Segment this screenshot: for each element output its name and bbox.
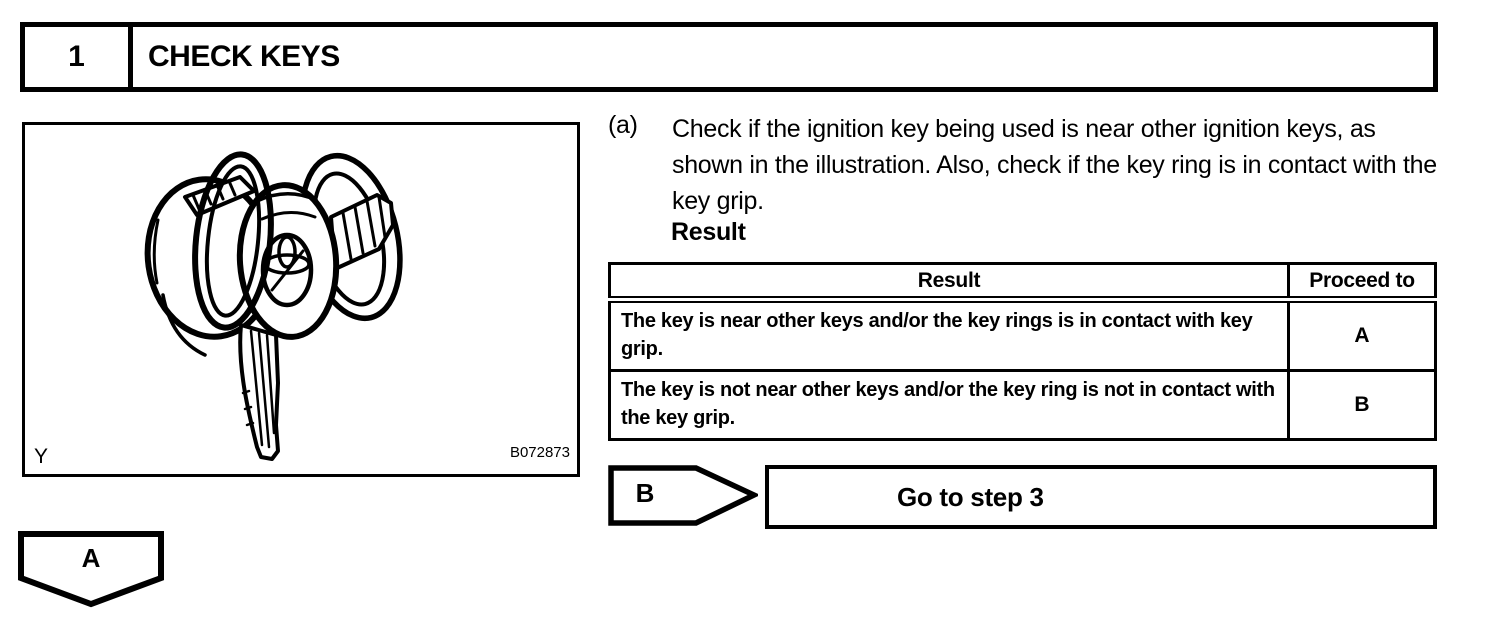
goto-step-box: Go to step 3 — [765, 465, 1437, 529]
figure-corner-label: Y — [34, 445, 49, 468]
proceed-value-1: A — [1287, 298, 1437, 372]
result-condition-2: The key is not near other keys and/or th… — [608, 369, 1290, 441]
ignition-keys-illustration — [144, 151, 403, 461]
result-condition-1: The key is near other keys and/or the ke… — [608, 298, 1290, 372]
column-header-proceed-to: Proceed to — [1287, 262, 1437, 303]
step-header: 1 CHECK KEYS — [20, 22, 1438, 92]
column-header-result: Result — [608, 262, 1290, 303]
branch-a-label: A — [81, 543, 101, 573]
branch-b-arrow-icon — [608, 465, 758, 526]
goto-step-label: Go to step 3 — [897, 481, 1044, 512]
step-title: CHECK KEYS — [148, 40, 340, 73]
result-table: Result Proceed to The key is near other … — [608, 262, 1437, 441]
table-header-row: Result Proceed to — [608, 262, 1437, 303]
branch-a-pointer-icon — [18, 531, 164, 608]
instruction-marker: (a) — [608, 111, 638, 139]
step-number: 1 — [25, 27, 133, 87]
branch-b-label: B — [635, 478, 655, 508]
figure-box: Y B072873 — [22, 122, 580, 477]
table-row: The key is near other keys and/or the ke… — [608, 298, 1437, 372]
proceed-value-2: B — [1287, 369, 1437, 441]
table-row: The key is not near other keys and/or th… — [608, 369, 1437, 441]
figure-code: B072873 — [509, 444, 570, 461]
instruction-text: Check if the ignition key being used is … — [672, 115, 1437, 215]
result-heading: Result — [671, 218, 746, 246]
